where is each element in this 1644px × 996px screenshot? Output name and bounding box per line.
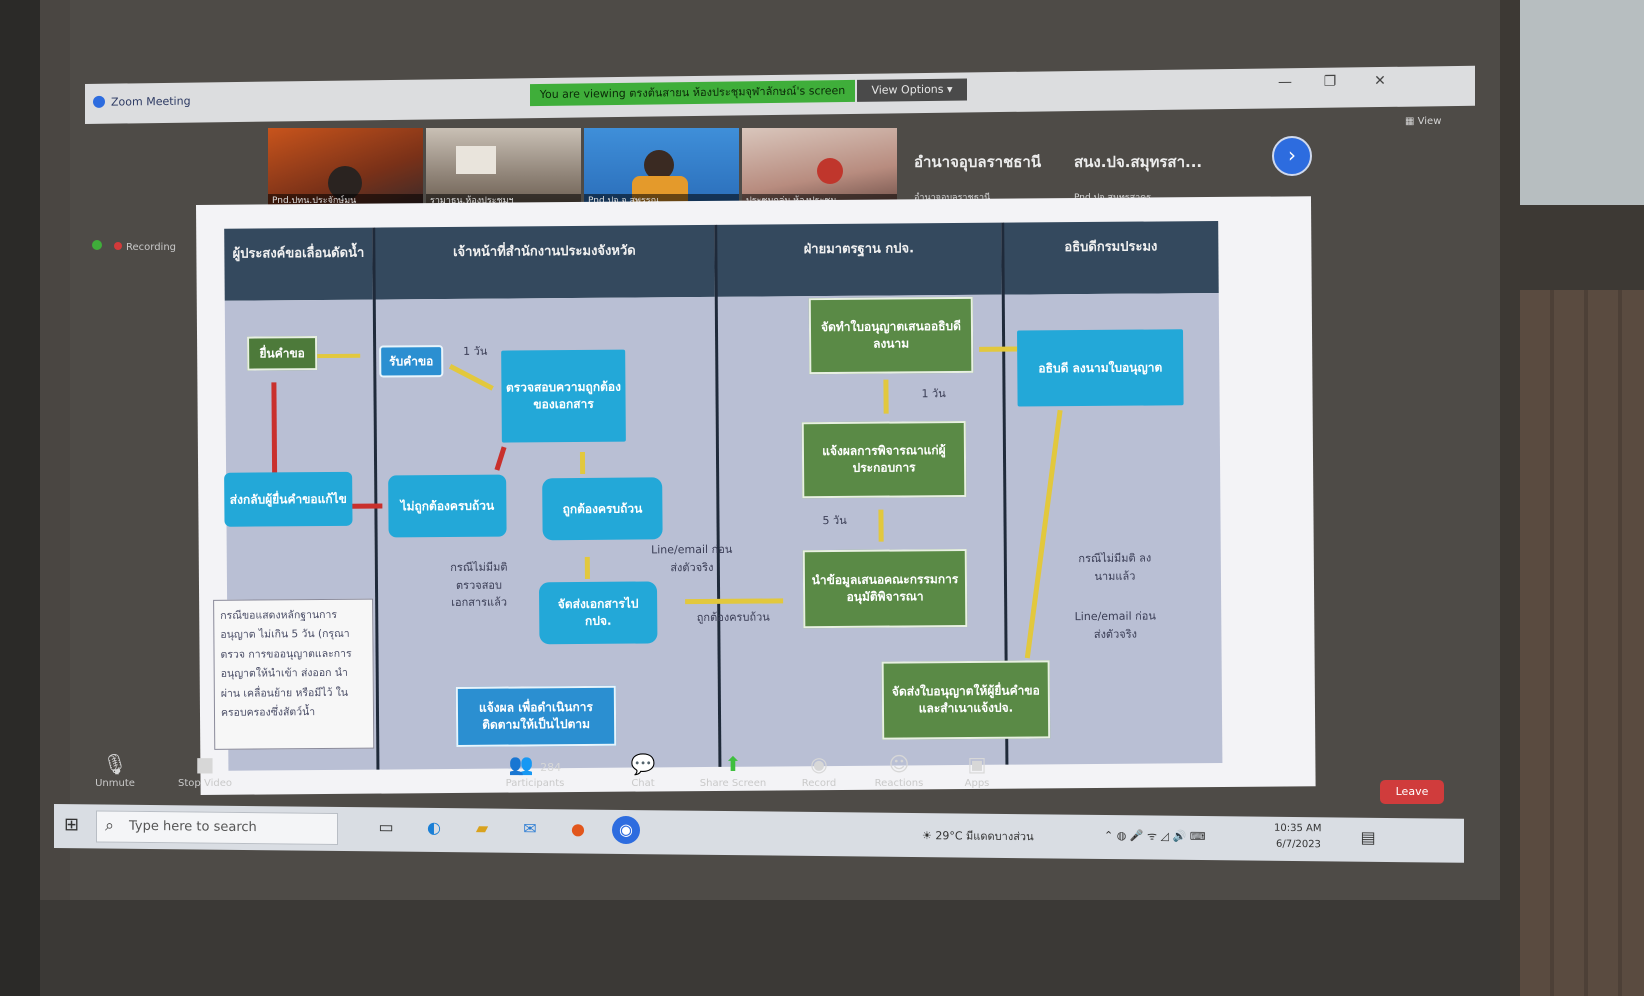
step-return-applicant: ส่งกลับผู้ยื่นคำขอแก้ไข xyxy=(224,471,353,527)
weather-icon: ☀ xyxy=(922,829,932,843)
window-title: Zoom Meeting xyxy=(111,94,191,109)
note-one-day-b: 1 วัน xyxy=(921,387,946,401)
participant-tile-text[interactable]: อำนาจอุบลราชธานี อำนาจอุบลราชธานี xyxy=(908,128,1068,208)
flow-arrow xyxy=(685,598,784,605)
step-send-docs: จัดส่งเอกสารไป กปจ. xyxy=(538,581,658,645)
flow-arrow xyxy=(878,509,884,542)
lane-header-director: อธิบดีกรมประมง xyxy=(1003,220,1219,295)
participant-display-name: สนง.ปจ.สมุทรสา... xyxy=(1074,153,1203,171)
mail-icon[interactable]: ✉ xyxy=(523,818,537,839)
windows-start-icon[interactable]: ⊞ xyxy=(64,814,80,836)
flow-arrow xyxy=(979,346,1018,352)
flow-arrow xyxy=(584,556,590,579)
step-correct: ถูกต้องครบถ้วน xyxy=(542,477,663,541)
reactions-button[interactable]: ☺Reactions xyxy=(854,752,944,789)
shared-slide: ผู้ประสงค์ขอเลื่อนดัดน้ำ เจ้าหน้าที่สำนั… xyxy=(196,196,1316,795)
participant-name: อำนาจอุบลราชธานี xyxy=(914,193,991,203)
leave-button[interactable]: Leave xyxy=(1380,780,1444,804)
flow-arrow xyxy=(883,379,889,414)
step-notify-followup: แจ้งผล เพื่อดำเนินการติดตามให้เป็นไปตาม xyxy=(455,685,617,747)
lane-header-applicant: ผู้ประสงค์ขอเลื่อนดัดน้ำ xyxy=(224,227,373,301)
clock-time: 10:35 AM xyxy=(1274,822,1322,835)
participant-tile[interactable]: Pnd.ปทน.ประจักษ์มน xyxy=(268,128,423,208)
record-dot-icon xyxy=(114,242,122,250)
edge-browser-icon[interactable]: ◐ xyxy=(427,817,441,838)
note-one-day: 1 วัน xyxy=(463,344,488,358)
search-icon: ⌕ xyxy=(105,815,114,835)
step-send-license: จัดส่งใบอนุญาตให้ผู้ยื่นคำขอและสำเนาแจ้ง… xyxy=(881,660,1051,740)
participant-tile[interactable]: ประชุมกลุ่ม.ห้องประชุม xyxy=(742,128,897,208)
lane-header-provincial: เจ้าหน้าที่สำนักงานประมงจังหวัด xyxy=(374,224,715,300)
weather-widget[interactable]: ☀ 29°C มีแดดบางส่วน xyxy=(922,829,1034,844)
flow-arrow xyxy=(350,503,383,509)
view-button[interactable]: ▦ View xyxy=(1405,116,1442,127)
apps-icon: ▣ xyxy=(967,752,987,776)
room-blind xyxy=(1520,290,1644,996)
step-prepare-license: จัดทำใบอนุญาตเสนออธิบดี ลงนาม xyxy=(808,296,974,375)
recording-indicator: Recording xyxy=(92,240,176,253)
chat-button[interactable]: 💬Chat xyxy=(598,752,688,789)
chevron-right-icon[interactable]: › xyxy=(1272,136,1312,176)
microphone-muted-icon: 🎙 xyxy=(102,752,128,776)
shield-icon xyxy=(92,240,102,250)
note-line-email-b: Line/email ก่อนส่งตัวจริง xyxy=(1074,609,1156,641)
share-screen-button[interactable]: ⬆Share Screen xyxy=(688,752,778,789)
share-screen-icon: ⬆ xyxy=(724,752,742,776)
flow-arrow xyxy=(315,353,361,359)
record-button[interactable]: ◉Record xyxy=(774,752,864,789)
apps-button[interactable]: ▣Apps xyxy=(932,752,1022,789)
minimize-button[interactable]: — xyxy=(1278,74,1292,91)
step-director-sign: อธิบดี ลงนามใบอนุญาต xyxy=(1017,329,1184,407)
step-receive: รับคำขอ xyxy=(379,345,444,378)
participant-display-name: อำนาจอุบลราชธานี xyxy=(914,153,1042,171)
step-submit-committee: นำข้อมูลเสนอคณะกรรมการอนุมัติพิจารณา xyxy=(802,548,968,629)
note-case-check: กรณีไม่มีมติ ตรวจสอบเอกสารแล้ว xyxy=(450,560,508,610)
record-icon: ◉ xyxy=(810,752,828,776)
step-submit: ยื่นคำขอ xyxy=(247,336,318,371)
unmute-button[interactable]: 🎙Unmute xyxy=(70,752,160,789)
notification-icon[interactable]: ▤ xyxy=(1360,827,1376,847)
participants-icon: 👥 284 xyxy=(508,752,562,776)
note-five-days: 5 วัน xyxy=(822,513,847,528)
close-button[interactable]: ✕ xyxy=(1374,72,1386,90)
room-wall-left xyxy=(0,0,40,996)
file-explorer-icon[interactable]: ▰ xyxy=(475,818,489,838)
stop-video-button[interactable]: ■Stop Video xyxy=(160,752,250,789)
chat-icon: 💬 xyxy=(630,752,656,776)
clock-date: 6/7/2023 xyxy=(1276,838,1321,851)
step-check-docs: ตรวจสอบความถูกต้องของเอกสาร xyxy=(501,349,626,443)
task-view-icon[interactable]: ▭ xyxy=(378,817,394,837)
room-floor xyxy=(40,900,1500,996)
maximize-button[interactable]: ❐ xyxy=(1323,73,1337,90)
step-notify-result: แจ้งผลการพิจารณาแก่ผู้ประกอบการ xyxy=(801,420,967,499)
reactions-icon: ☺ xyxy=(888,752,910,776)
share-banner: You are viewing ตรงต้นสายน ห้องประชุมจุฬ… xyxy=(530,79,855,107)
participant-tile-text[interactable]: สนง.ปจ.สมุทรสา... Pnd.ปจ.สมุทรสาคร xyxy=(1068,128,1228,208)
participant-tile[interactable]: รามาธน.ห้องประชุมฯ xyxy=(426,128,581,208)
view-options-button[interactable]: View Options ▾ xyxy=(857,78,967,102)
taskbar-search[interactable]: ⌕ Type here to search xyxy=(96,810,338,845)
zoom-logo-icon xyxy=(93,95,105,108)
flow-arrow xyxy=(271,382,278,475)
note-line-email: Line/email ก่อนส่งตัวจริง xyxy=(651,542,733,574)
lane-header-standards: ฝ่ายมาตรฐาน กปจ. xyxy=(716,222,1002,297)
step-incorrect: ไม่ถูกต้องครบถ้วน xyxy=(388,474,507,538)
system-tray-icons[interactable]: ⌃ ◍ 🎤 ᯤ ◿ 🔊 ⌨ xyxy=(1104,828,1206,844)
flow-arrow xyxy=(579,451,586,474)
room-window xyxy=(1520,0,1644,205)
note-correct-complete: ถูกต้องครบถ้วน xyxy=(696,610,770,625)
footnote-box: กรณีขอแสดงหลักฐานการอนุญาต ไม่เกิน 5 วัน… xyxy=(213,598,375,750)
firefox-icon[interactable]: ● xyxy=(571,819,585,839)
participant-tile[interactable]: Pnd.ปจ.จ.สุพรรณ xyxy=(584,128,739,208)
video-camera-icon: ■ xyxy=(195,752,215,776)
zoom-app-icon[interactable]: ◉ xyxy=(612,815,640,845)
note-case-sign: กรณีไม่มีมติ ลงนามแล้ว xyxy=(1078,551,1152,583)
search-placeholder: Type here to search xyxy=(129,818,257,836)
